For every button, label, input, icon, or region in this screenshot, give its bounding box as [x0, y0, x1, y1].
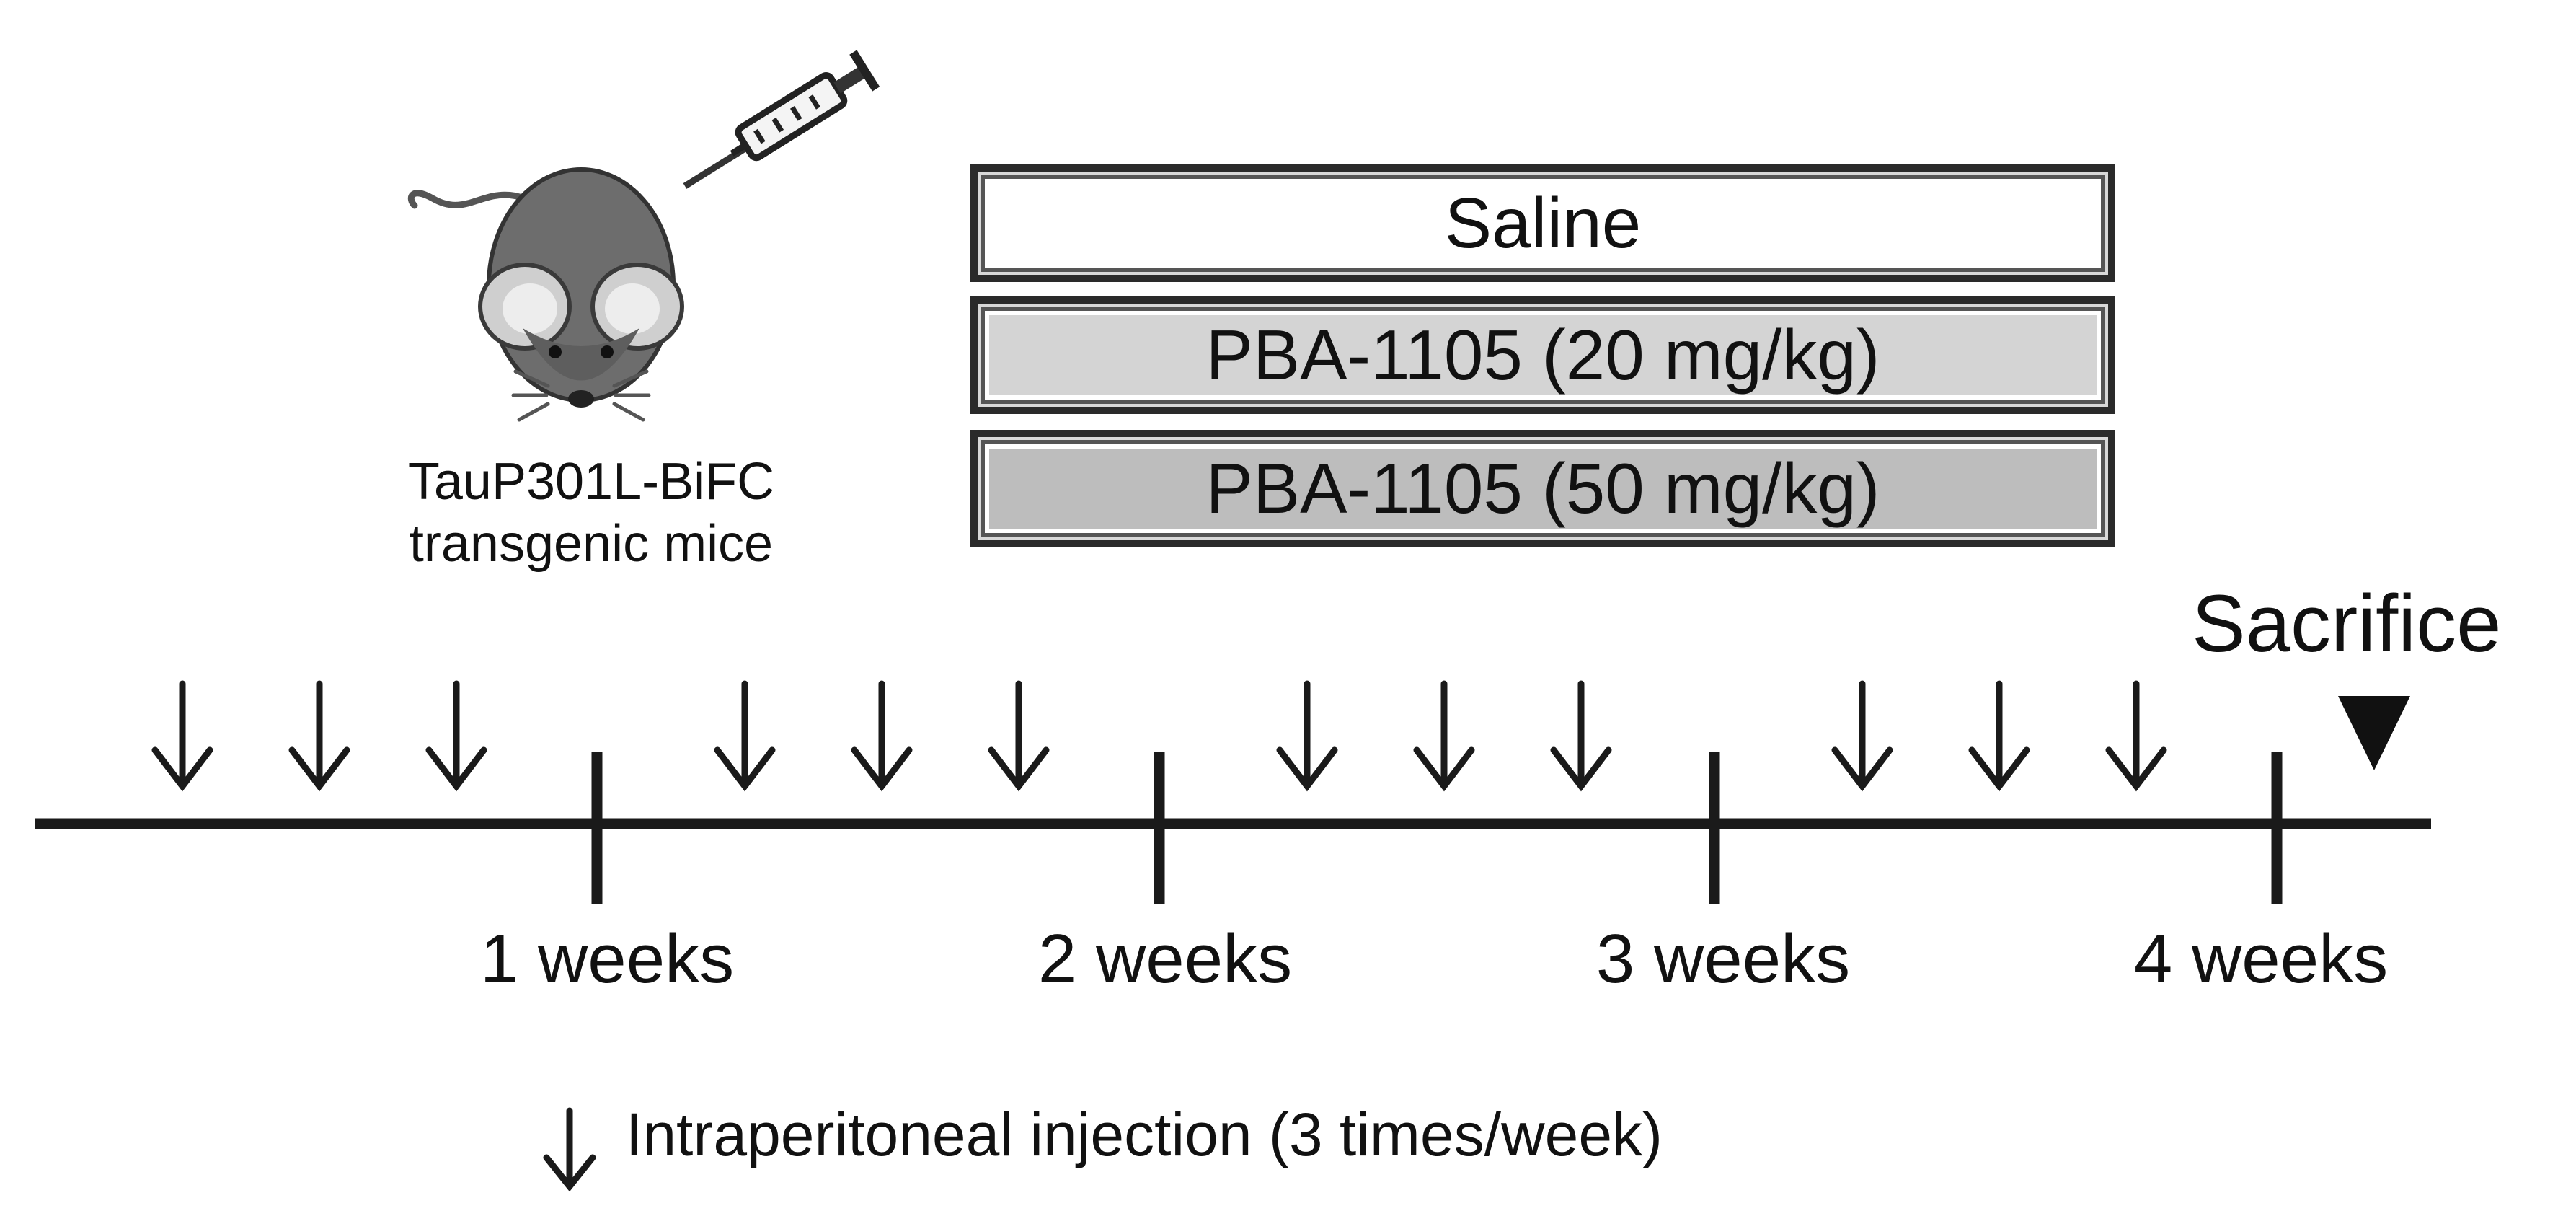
week-label-3: 3 weeks [1595, 920, 1851, 997]
group-box-saline: Saline [970, 164, 2115, 282]
injection-arrow-icon [1550, 680, 1612, 792]
group-label-pba-50: PBA-1105 (50 mg/kg) [1205, 449, 1880, 528]
syringe-icon [683, 50, 880, 189]
group-box-pba-20: PBA-1105 (20 mg/kg) [970, 296, 2115, 414]
injection-arrow-icon [1413, 680, 1475, 792]
group-fill-pba-20 [989, 315, 2097, 395]
mouse-icon [407, 167, 684, 422]
week-ticks [591, 752, 2283, 904]
week-label-1: 1 weeks [479, 920, 735, 997]
injection-arrow-icon [988, 680, 1050, 792]
group-label-saline: Saline [1444, 183, 1642, 263]
sacrifice-label: Sacrifice [2192, 578, 2502, 669]
injection-arrow-icon [151, 680, 213, 792]
injection-arrow-icon [714, 680, 776, 792]
week-label-4: 4 weeks [2133, 920, 2389, 997]
injection-arrow-icon [288, 680, 350, 792]
legend-text: Intraperitoneal injection (3 times/week) [626, 1101, 1663, 1168]
sacrifice-marker-icon [2338, 696, 2410, 770]
mouse-caption-line2: transgenic mice [409, 515, 774, 573]
injection-arrow-icon [1968, 680, 2030, 792]
injection-arrow-icon [1831, 680, 1893, 792]
injection-arrow-icon [851, 680, 913, 792]
injection-arrow-icon [1276, 680, 1338, 792]
injection-arrows [151, 680, 2167, 792]
group-fill-saline [989, 183, 2097, 263]
legend-arrow-icon [543, 1107, 596, 1192]
group-label-pba-20: PBA-1105 (20 mg/kg) [1205, 315, 1880, 395]
injection-arrow-icon [425, 680, 487, 792]
group-fill-pba-50 [989, 449, 2097, 529]
injection-arrow-icon [2105, 680, 2167, 792]
group-box-pba-50: PBA-1105 (50 mg/kg) [970, 430, 2115, 547]
mouse-caption-line1: TauP301L-BiFC [407, 453, 775, 511]
mouse-caption: TauP301L-BiFC transgenic mice [274, 451, 908, 575]
week-label-2: 2 weeks [1037, 920, 1293, 997]
